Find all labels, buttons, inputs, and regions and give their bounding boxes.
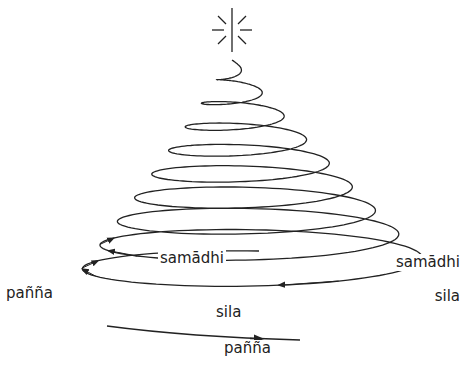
spiral-label: sila: [214, 304, 243, 321]
spiral-label: pañña: [4, 285, 55, 302]
arrowhead: [108, 251, 137, 256]
spiral-line: [82, 60, 422, 286]
arrowhead: [100, 238, 114, 244]
spiral-label: pañña: [222, 340, 273, 357]
arrowhead: [279, 281, 339, 285]
arrowhead: [82, 269, 95, 276]
spiral-label: samādhi: [394, 254, 462, 271]
arrowheads: [82, 238, 338, 285]
spiral-label: sila: [433, 288, 462, 305]
tail-line: [107, 326, 300, 340]
arrowhead: [83, 261, 98, 268]
star: [212, 8, 252, 52]
spiral-label: samādhi: [158, 250, 226, 267]
